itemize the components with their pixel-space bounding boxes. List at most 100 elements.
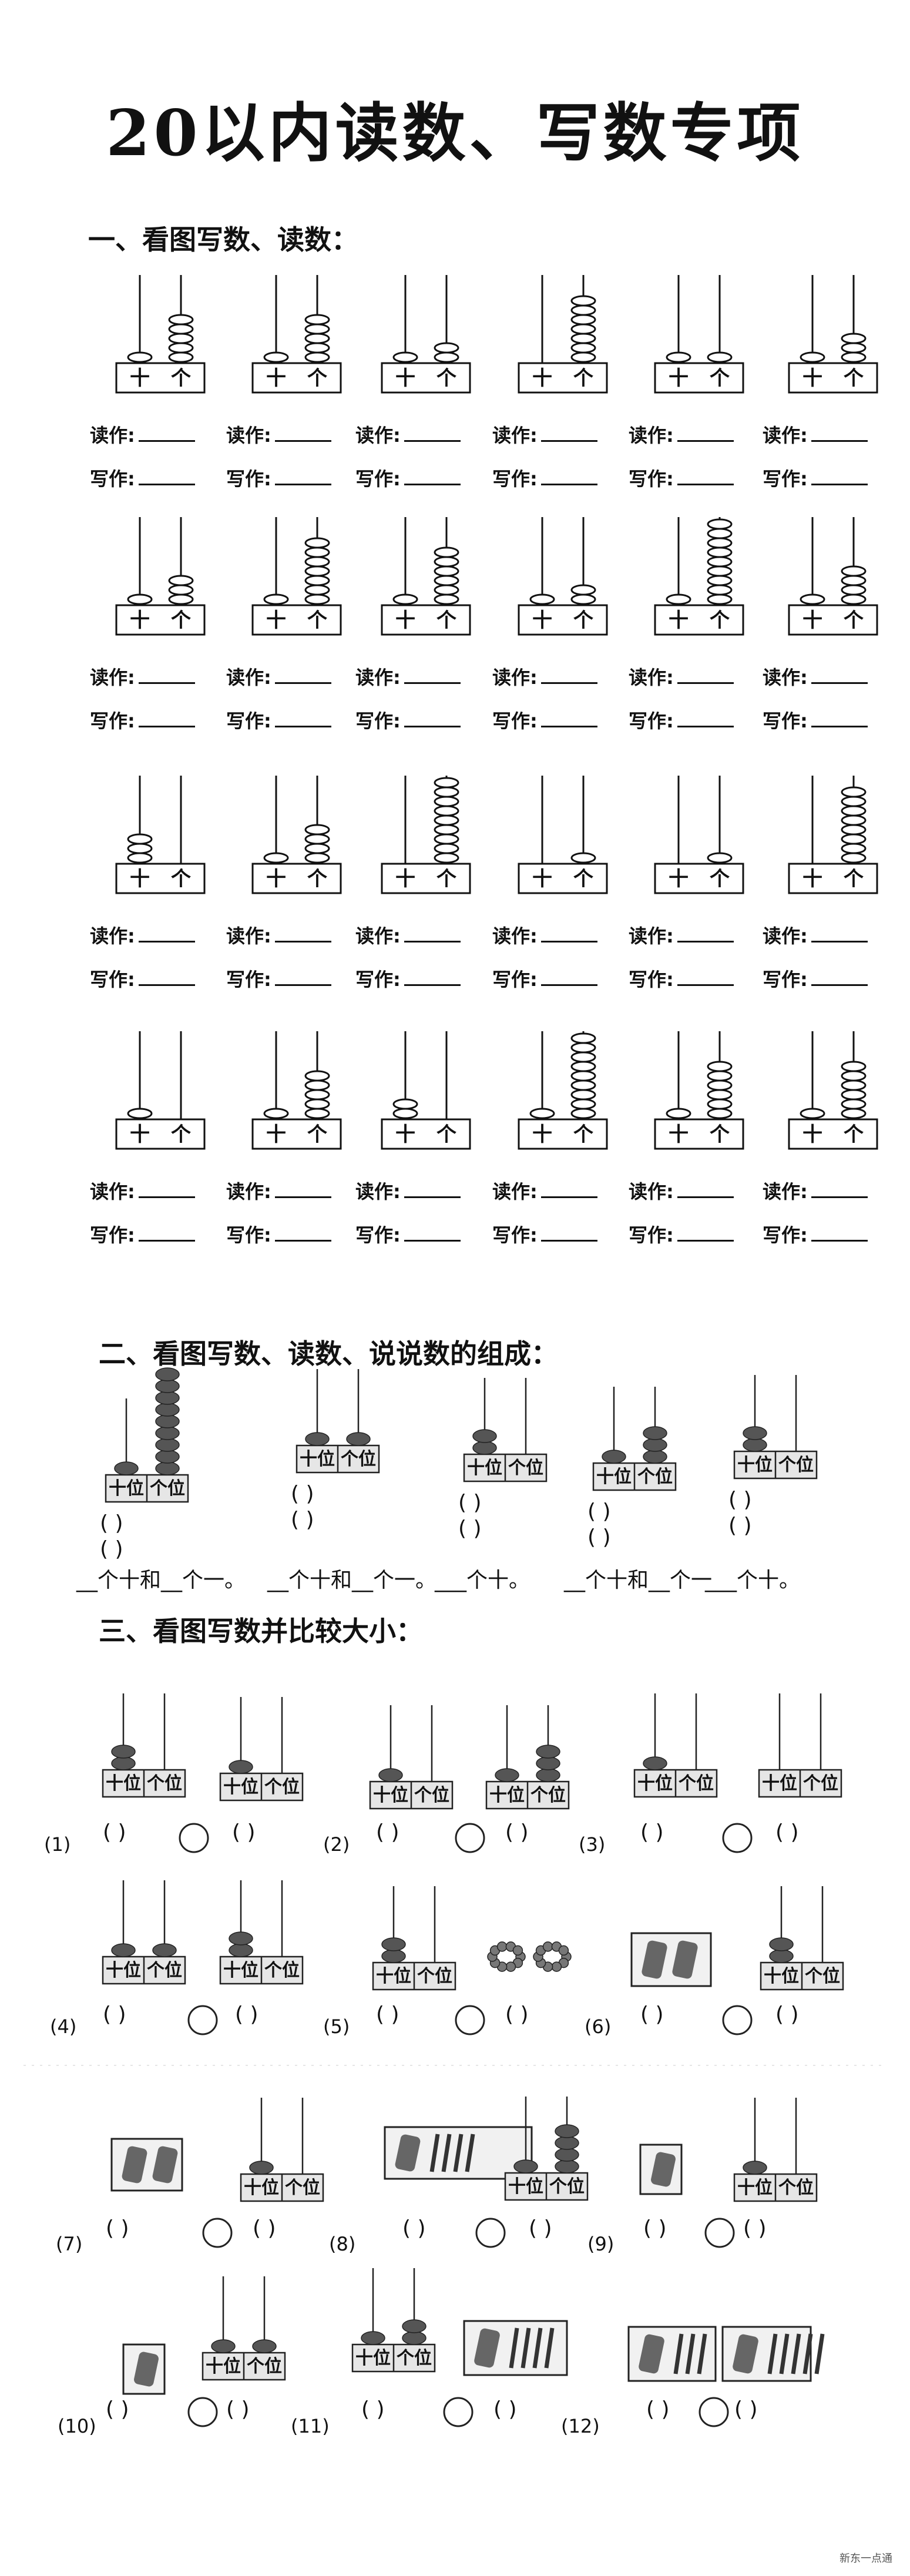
ones-bead [707, 1108, 733, 1119]
compare-circle[interactable] [443, 2397, 474, 2427]
answer-line[interactable] [540, 940, 597, 942]
answer-line[interactable] [274, 440, 331, 442]
answer-line[interactable] [811, 1239, 868, 1242]
answer-line[interactable] [138, 682, 195, 684]
answer-line[interactable] [677, 1196, 734, 1198]
ones-bead [434, 824, 459, 836]
stick [673, 2333, 684, 2374]
stick [453, 2134, 464, 2172]
stick [544, 2327, 555, 2369]
answer-parentheses: ( ) [226, 2397, 250, 2421]
ones-place-label: 个位 [150, 1478, 185, 1499]
tens-bead [769, 1949, 794, 1963]
answer-line[interactable] [677, 483, 734, 485]
compare-circle[interactable] [455, 1823, 485, 1853]
answer-line[interactable] [404, 440, 461, 442]
read-label: 读作: [355, 1177, 461, 1204]
compare-circle[interactable] [722, 2005, 753, 2035]
ones-place-label: 个 [436, 609, 456, 632]
composition-sentence: __个十和__个一。 [267, 1568, 437, 1592]
answer-line[interactable] [811, 940, 868, 942]
answer-line[interactable] [138, 483, 195, 485]
ones-bead [707, 584, 733, 596]
answer-parentheses: ( ) [291, 1482, 314, 1506]
ones-bead [570, 323, 596, 335]
answer-line[interactable] [677, 725, 734, 727]
answer-line[interactable] [404, 940, 461, 942]
compare-circle[interactable] [179, 1823, 209, 1853]
ones-bead [536, 1756, 560, 1770]
tens-bead [743, 1426, 767, 1440]
answer-line[interactable] [138, 1196, 195, 1198]
answer-line[interactable] [404, 1239, 461, 1242]
compare-circle[interactable] [699, 2397, 729, 2427]
answer-line[interactable] [274, 1239, 331, 1242]
answer-line[interactable] [677, 1239, 734, 1242]
answer-line[interactable] [677, 682, 734, 684]
compare-circle[interactable] [475, 2218, 506, 2248]
answer-line[interactable] [274, 940, 331, 942]
ones-bead [570, 584, 596, 596]
answer-line[interactable] [540, 984, 597, 986]
answer-line[interactable] [274, 725, 331, 727]
answer-line[interactable] [138, 1239, 195, 1242]
answer-line[interactable] [404, 682, 461, 684]
stick-bundle [639, 2334, 664, 2374]
ones-place-label: 个 [573, 867, 593, 891]
answer-line[interactable] [540, 725, 597, 727]
answer-line[interactable] [677, 940, 734, 942]
ones-bead [434, 852, 459, 864]
answer-line[interactable] [138, 984, 195, 986]
answer-line[interactable] [811, 984, 868, 986]
bead [542, 1941, 553, 1952]
answer-line[interactable] [540, 483, 597, 485]
answer-line[interactable] [540, 682, 597, 684]
section3-heading: 三、看图写数并比较大小： [99, 1615, 423, 1647]
answer-line[interactable] [404, 483, 461, 485]
answer-line[interactable] [811, 1196, 868, 1198]
compare-circle[interactable] [704, 2218, 735, 2248]
ones-place-label: 个位 [397, 2348, 432, 2369]
composition-sentence: ___个十。 [705, 1568, 801, 1592]
answer-line[interactable] [404, 725, 461, 727]
tens-bead [127, 843, 153, 854]
answer-line[interactable] [540, 440, 597, 442]
tens-bead [127, 833, 153, 845]
answer-line[interactable] [677, 440, 734, 442]
ones-place-label: 个 [307, 1123, 327, 1146]
answer-line[interactable] [811, 682, 868, 684]
stick-bundle-picture [721, 2326, 825, 2382]
tens-bead [127, 1108, 153, 1119]
compare-circle[interactable] [187, 2005, 218, 2035]
answer-line[interactable] [811, 483, 868, 485]
answer-line[interactable] [677, 984, 734, 986]
compare-circle[interactable] [202, 2218, 233, 2248]
tens-place-label: 十位 [762, 1773, 797, 1794]
ones-place-label: 个位 [417, 1966, 452, 1987]
answer-line[interactable] [274, 682, 331, 684]
answer-line[interactable] [274, 483, 331, 485]
answer-line[interactable] [274, 984, 331, 986]
answer-line[interactable] [404, 984, 461, 986]
compare-circle[interactable] [722, 1823, 753, 1853]
ones-bead [252, 2339, 277, 2353]
ones-bead [570, 1079, 596, 1091]
answer-line[interactable] [540, 1196, 597, 1198]
bead-ring [487, 1941, 526, 1972]
compare-circle[interactable] [455, 2005, 485, 2035]
answer-line[interactable] [404, 1196, 461, 1198]
abacus: 十个 [381, 776, 471, 894]
answer-line[interactable] [811, 725, 868, 727]
answer-line[interactable] [138, 940, 195, 942]
answer-line[interactable] [811, 440, 868, 442]
answer-parentheses: ( ) [728, 1488, 752, 1512]
ones-bead [304, 342, 330, 354]
answer-line[interactable] [540, 1239, 597, 1242]
answer-line[interactable] [138, 440, 195, 442]
answer-line[interactable] [274, 1196, 331, 1198]
ones-bead [536, 1745, 560, 1759]
answer-line[interactable] [138, 725, 195, 727]
compare-circle[interactable] [187, 2397, 218, 2427]
ones-bead [402, 2319, 427, 2333]
stick [802, 2333, 813, 2374]
